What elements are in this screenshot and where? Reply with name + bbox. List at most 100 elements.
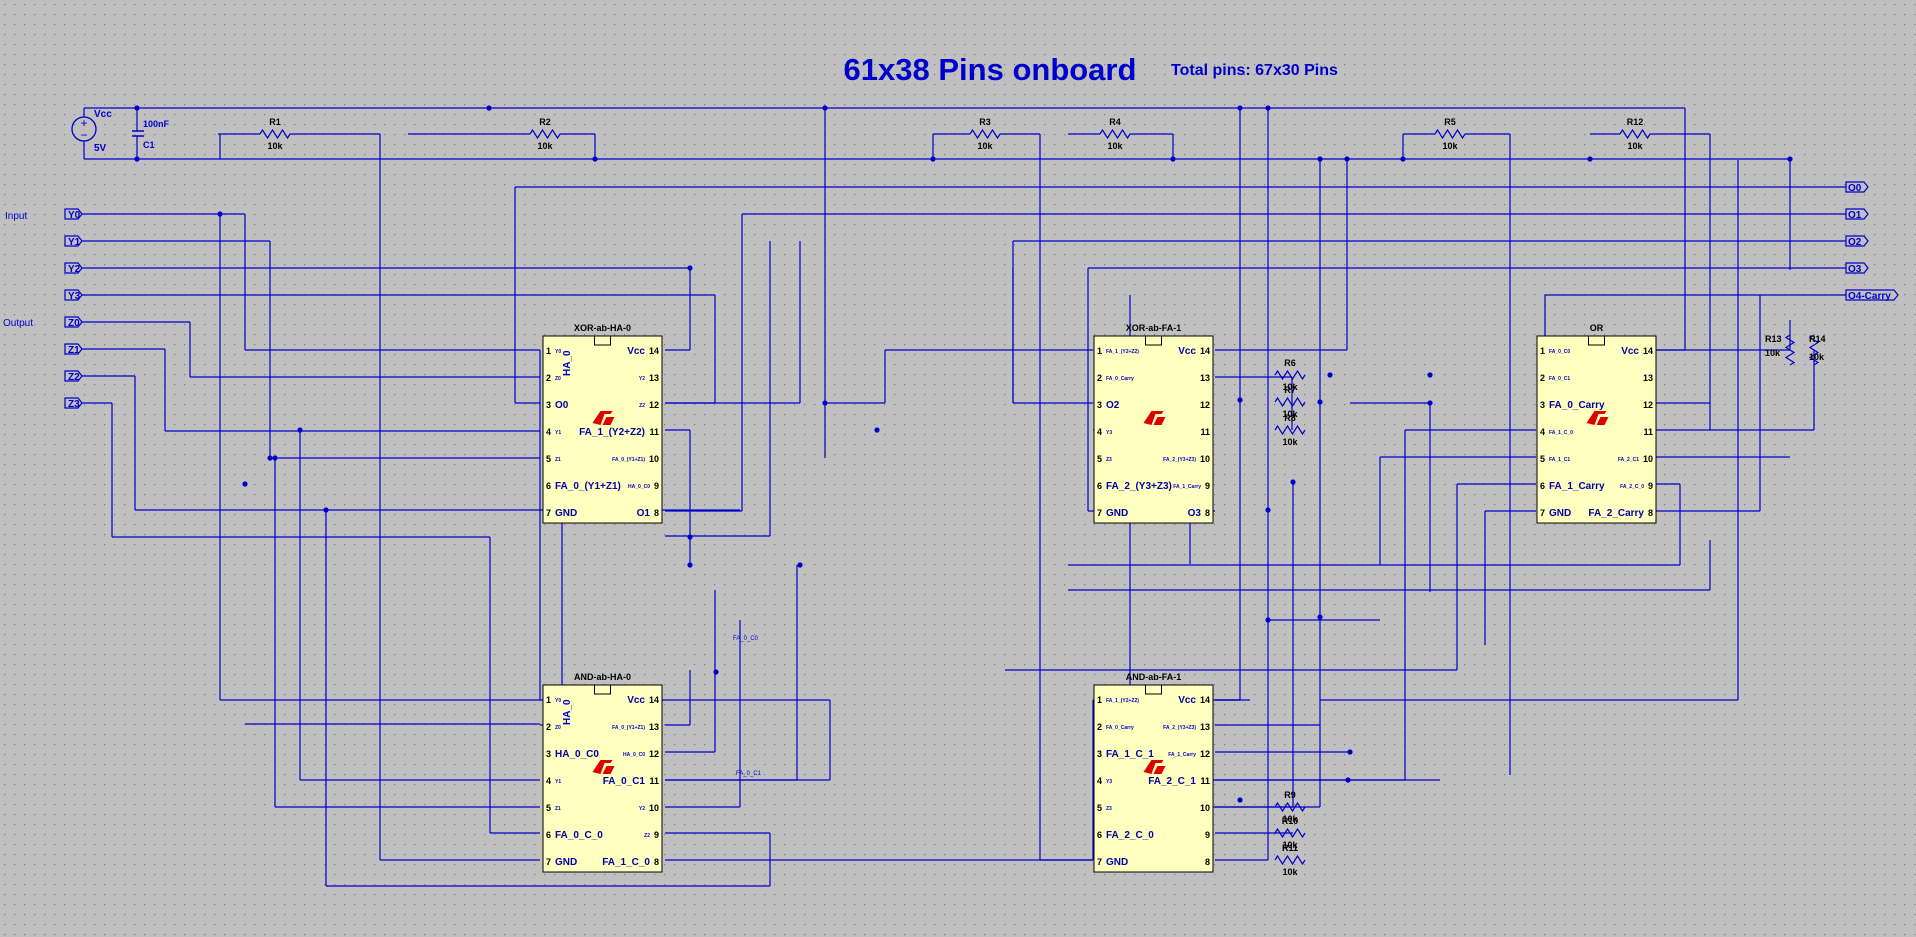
pin-number: 4 <box>1097 776 1102 786</box>
wire-junction <box>1237 797 1243 803</box>
output-port-o0[interactable]: O0 <box>1845 181 1869 194</box>
pin-number: 14 <box>1643 346 1653 356</box>
chip-body <box>1093 684 1214 873</box>
pin-number: 4 <box>1540 427 1545 437</box>
manufacturer-logo-icon <box>1586 411 1609 425</box>
pin-number: 5 <box>546 803 551 813</box>
resistor-value: 10k <box>1442 141 1458 151</box>
chip-notch-icon <box>1145 336 1162 346</box>
pin-number: 4 <box>546 427 551 437</box>
plus-sign: + <box>80 116 87 130</box>
vcc-source[interactable]: + − Vcc 5V <box>71 109 112 154</box>
resistor-value: 10k <box>267 141 283 151</box>
pin-label: FA_1_(Y2+Z2) <box>579 427 645 438</box>
input-port-z2[interactable]: Z2 <box>64 370 83 383</box>
wire-junction <box>1237 397 1243 403</box>
chip-ref: HA_0 <box>562 350 573 376</box>
pin-label: O3 <box>1188 508 1202 519</box>
input-section-label: Input <box>5 211 27 222</box>
pin-label: FA_2_(Y3+Z3) <box>1106 481 1172 492</box>
capacitor-c1[interactable]: 100nF C1 <box>132 119 170 150</box>
output-port-o1[interactable]: O1 <box>1845 208 1869 221</box>
pin-label: Z3 <box>1106 457 1112 463</box>
pin-label: Y1 <box>555 779 561 785</box>
pin-number: 8 <box>1205 508 1210 518</box>
pin-number: 1 <box>546 346 551 356</box>
input-port-z0[interactable]: Z0 <box>64 316 83 329</box>
resistor-value: 10k <box>1809 352 1825 362</box>
pin-number: 12 <box>649 749 659 759</box>
pin-number: 10 <box>649 454 659 464</box>
pin-label: FA_0_(Y1+Z1) <box>612 725 645 731</box>
resistor-name: R13 <box>1765 334 1782 344</box>
pin-number: 3 <box>1540 400 1545 410</box>
pin-number: 13 <box>649 373 659 383</box>
resistor-value: 10k <box>977 141 993 151</box>
wire-junction <box>1290 479 1296 485</box>
chip-notch-icon <box>594 685 611 695</box>
pin-label: FA_0_C1 <box>1549 376 1570 382</box>
port-flag-icon <box>1845 181 1869 193</box>
pin-number: 3 <box>546 749 551 759</box>
chip-body <box>1093 335 1214 524</box>
resistor-name: R3 <box>979 117 991 127</box>
pin-label: FA_1_Carry <box>1168 752 1196 758</box>
pin-number: 10 <box>649 803 659 813</box>
wire-junction <box>822 400 828 406</box>
input-port-y3[interactable]: Y3 <box>64 289 83 302</box>
output-port-o2[interactable]: O2 <box>1845 235 1869 248</box>
input-port-y1[interactable]: Y1 <box>64 235 83 248</box>
port-flag-icon <box>64 343 83 355</box>
chip-body <box>1536 335 1657 524</box>
pin-label: Z3 <box>1106 806 1112 812</box>
port-flag-icon <box>1845 208 1869 220</box>
resistor-icon <box>969 128 1001 140</box>
port-label: Z3 <box>68 399 80 410</box>
wire-junction <box>323 507 329 513</box>
input-port-z3[interactable]: Z3 <box>64 397 83 410</box>
pin-number: 5 <box>1097 803 1102 813</box>
pin-label: FA_2_C_1 <box>1148 776 1196 787</box>
output-port-o3[interactable]: O3 <box>1845 262 1869 275</box>
pin-number: 13 <box>649 722 659 732</box>
pin-number: 11 <box>1643 427 1653 437</box>
resistor-value: 10k <box>537 141 553 151</box>
input-port-z1[interactable]: Z1 <box>64 343 83 356</box>
wire-junction <box>1265 105 1271 111</box>
chip-title: XOR-ab-FA-1 <box>1126 323 1182 333</box>
wire-junction <box>267 455 273 461</box>
output-port-o4-carry[interactable]: O4-Carry <box>1845 289 1899 302</box>
pin-number: 14 <box>649 346 659 356</box>
pin-number: 10 <box>1200 454 1210 464</box>
pin-number: 5 <box>1540 454 1545 464</box>
input-port-y0[interactable]: Y0 <box>64 208 83 221</box>
wire-junction <box>1345 777 1351 783</box>
junction-layer <box>134 105 1793 810</box>
input-port-y2[interactable]: Y2 <box>64 262 83 275</box>
chip-notch-icon <box>1145 685 1162 695</box>
resistor-r3[interactable]: R3 10k <box>969 117 1001 151</box>
pin-number: 2 <box>1540 373 1545 383</box>
wire-junction <box>592 156 598 162</box>
